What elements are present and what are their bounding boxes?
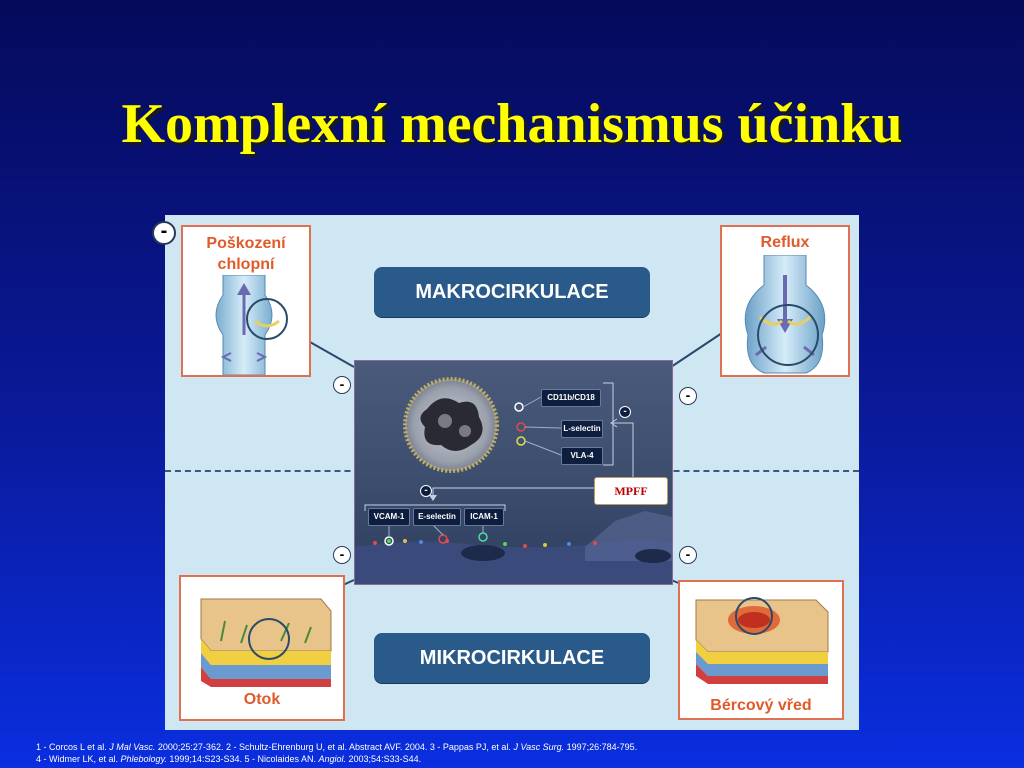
reflux-panel: Reflux — [720, 225, 850, 377]
minus-badge-right-upper: - — [679, 387, 697, 405]
leg-ulcer-label: Bércový vřed — [710, 697, 812, 714]
marker-e-selectin: E-selectin — [413, 508, 461, 526]
valve-damage-label-line1: Poškození — [206, 235, 286, 252]
marker-vla-4: VLA-4 — [561, 447, 603, 465]
ref-5-cont: 2003;54:S33-S44. — [346, 754, 422, 764]
ref-4-text: 4 - Widmer LK, et al. — [36, 754, 121, 764]
slide-title: Komplexní mechanismus účinku — [121, 93, 903, 155]
valve-damage-label-line2: chlopní — [217, 256, 275, 273]
ref-1-text: 1 - Corcos L et al. — [36, 742, 110, 752]
marker-vcam-1: VCAM-1 — [368, 508, 410, 526]
ref-1-journal: J Mal Vasc. — [109, 742, 156, 752]
leukocyte-marker-bracket — [603, 382, 614, 466]
endothelial-nucleus-2 — [635, 549, 671, 563]
ulcer-skin-illustration — [695, 597, 829, 684]
minus-badge-right-lower: - — [679, 546, 697, 564]
edema-skin-illustration — [200, 598, 332, 687]
minus-badge-top-left-corner: - — [152, 221, 176, 245]
reflux-label: Reflux — [760, 234, 810, 251]
macrocirculation-pill: MAKROCIRKULACE — [374, 267, 650, 317]
marker-cd11b-cd18: CD11b/CD18 — [541, 389, 601, 407]
ref-4-journal: Phlebology. — [120, 754, 167, 764]
endothelial-marker-bracket — [364, 504, 506, 511]
marker-l-selectin: L-selectin — [561, 420, 603, 438]
ref-3-cont: 1997;26:784-795. — [564, 742, 638, 752]
minus-badge-left-lower: - — [333, 546, 351, 564]
minus-badge-left-upper: - — [333, 376, 351, 394]
ref-1-cont: 2000;25:27-362. 2 - Schultz-Ehrenburg U,… — [155, 742, 514, 752]
marker-icam-1: ICAM-1 — [464, 508, 504, 526]
ref-3-journal: J Vasc Surg. — [513, 742, 565, 752]
valve-damage-label: Poškození chlopní — [183, 233, 309, 275]
microcirculation-pill: MIKROCIRKULACE — [374, 633, 650, 683]
mechanism-diagram: Poškození chlopní Reflux — [152, 215, 859, 730]
mpff-to-endothelium-line — [432, 487, 594, 499]
reference-line-1: 1 - Corcos L et al. J Mal Vasc. 2000;25:… — [36, 741, 1016, 753]
reflux-vein-illustration — [744, 255, 826, 374]
endothelial-nucleus-1 — [461, 545, 505, 561]
minus-badge-leukocyte: - — [619, 406, 631, 418]
adhesion-molecule-dots — [373, 539, 597, 548]
cell-illustration — [355, 377, 672, 584]
ref-4-cont: 1999;14:S23-S34. 5 - Nicolaides AN. — [166, 754, 319, 764]
reference-line-2: 4 - Widmer LK, et al. Phlebology. 1999;1… — [36, 753, 1016, 765]
leukocyte-endothelium-panel: CD11b/CD18 L-selectin VLA-4 VCAM-1 E-sel… — [354, 360, 673, 585]
references: 1 - Corcos L et al. J Mal Vasc. 2000;25:… — [36, 741, 1016, 765]
ref-5-journal: Angiol. — [318, 754, 347, 764]
mpff-label: MPFF — [594, 477, 668, 505]
leg-ulcer-panel: Bércový vřed — [678, 580, 844, 720]
edema-panel: Otok — [179, 575, 345, 721]
leukocyte-nucleus — [420, 398, 483, 451]
valve-damage-panel: Poškození chlopní — [181, 225, 311, 377]
edema-label: Otok — [243, 691, 281, 708]
vein-valve-illustration — [215, 275, 288, 375]
mpff-inhibition-arrow — [613, 422, 634, 477]
minus-badge-endothelium: - — [420, 485, 432, 497]
